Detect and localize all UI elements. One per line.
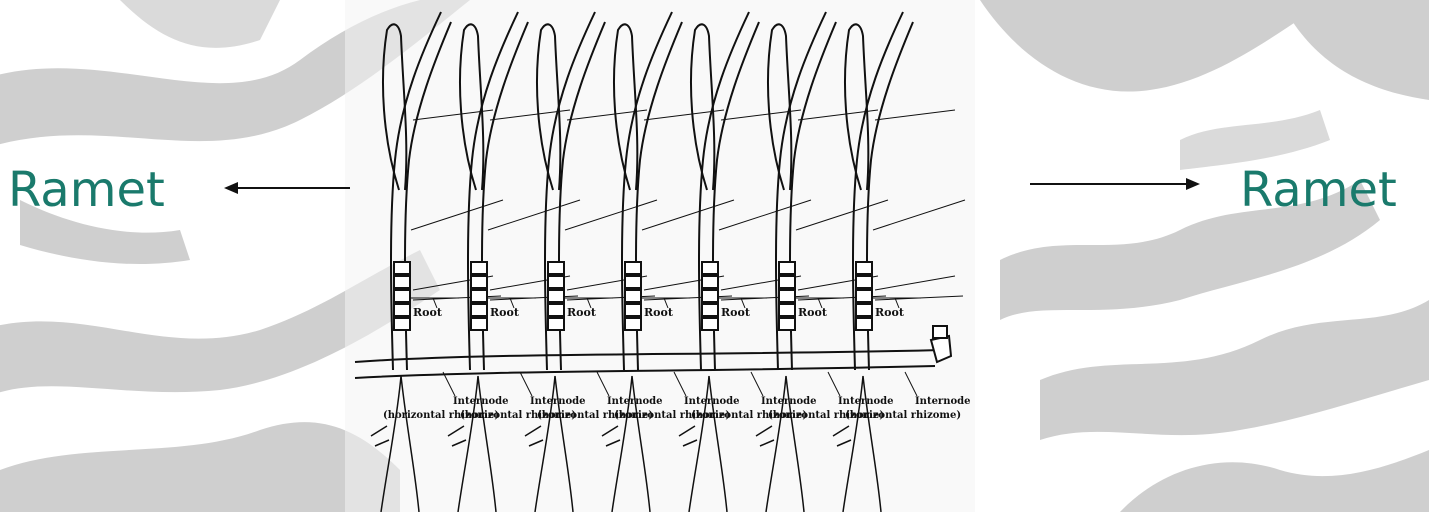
node-segment <box>394 262 410 274</box>
node-segment <box>548 290 564 302</box>
node-segment <box>548 304 564 316</box>
node-segment <box>625 262 641 274</box>
ramet-label-right: Ramet <box>1240 166 1397 214</box>
root-label: Root <box>644 306 674 319</box>
root-label: Root <box>721 306 751 319</box>
node-segment <box>779 290 795 302</box>
node-segment <box>625 290 641 302</box>
node-segment <box>548 276 564 288</box>
arrow-right-icon <box>1026 172 1202 196</box>
node-segment <box>471 276 487 288</box>
node-segment <box>702 290 718 302</box>
root-label: Root <box>798 306 828 319</box>
internode-label: Internode <box>607 396 663 407</box>
internode-label: Internode <box>838 396 894 407</box>
rhizome-diagram: Root Root Root Root Root Root Root Internode (h… <box>345 0 975 512</box>
node-segment <box>702 304 718 316</box>
root-label: Root <box>567 306 597 319</box>
node-segment <box>394 276 410 288</box>
root-label: Root <box>875 306 905 319</box>
node-segment <box>625 318 641 330</box>
arrow-left-icon <box>222 176 354 200</box>
node-segment <box>625 304 641 316</box>
node-segment <box>394 290 410 302</box>
node-segment <box>856 276 872 288</box>
node-segment <box>779 262 795 274</box>
internode-label: Internode <box>915 396 971 407</box>
root-label: Root <box>413 306 443 319</box>
node-segment <box>779 276 795 288</box>
node-segment <box>394 318 410 330</box>
node-segment <box>856 304 872 316</box>
internode-label: Internode <box>684 396 740 407</box>
internode-label: Internode <box>453 396 509 407</box>
node-segment <box>779 318 795 330</box>
node-segment <box>856 318 872 330</box>
node-segment <box>548 318 564 330</box>
node-segment <box>702 262 718 274</box>
internode-label: Internode <box>530 396 586 407</box>
node-segment <box>548 262 564 274</box>
node-segment <box>471 262 487 274</box>
node-segment <box>856 262 872 274</box>
node-segment <box>856 290 872 302</box>
node-segment <box>702 318 718 330</box>
ramet-label-left: Ramet <box>8 166 165 214</box>
node-segment <box>779 304 795 316</box>
node-segment <box>471 318 487 330</box>
node-segment <box>702 276 718 288</box>
internode-label: Internode <box>761 396 817 407</box>
internode-sublabel: (horizontal rhizome) <box>845 410 961 421</box>
node-segment <box>471 304 487 316</box>
node-segment <box>394 304 410 316</box>
node-segment <box>471 290 487 302</box>
root-label: Root <box>490 306 520 319</box>
node-segment <box>625 276 641 288</box>
